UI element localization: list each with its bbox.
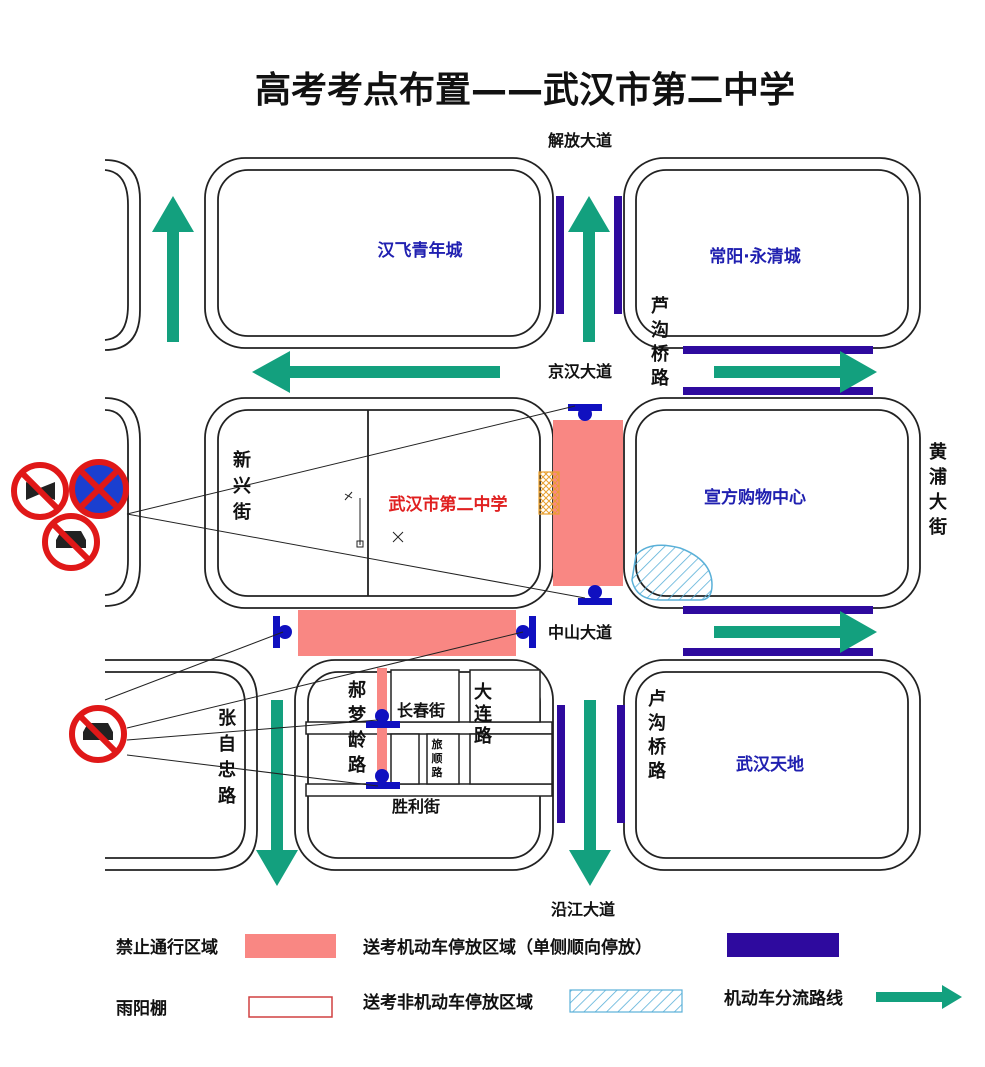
legend-canopy-swatch: [248, 996, 333, 1018]
block-hanfei-inner: [217, 169, 541, 337]
no-traffic-zhongshan: [298, 610, 516, 656]
left-block-mid-outer: [104, 397, 141, 607]
sub-block-dalian-bottom: [469, 733, 553, 785]
arrow-left-jinghan: [252, 351, 500, 393]
parking-bar-lugou-bottom-2: [683, 648, 873, 656]
no-traffic-jinghan: [553, 420, 623, 586]
no-vehicle-icon: [42, 513, 100, 571]
road-lugouqiao-bottom: 卢沟桥路: [648, 688, 667, 782]
label-hanfei: 汉飞青年城: [378, 240, 463, 261]
sub-block-dalian-top: [469, 669, 541, 723]
road-jinghan: 京汉大道: [548, 362, 612, 381]
legend-no-traffic-label: 禁止通行区域: [116, 937, 218, 958]
shengli-street-band: [305, 783, 553, 797]
legend-diversion-arrow-icon: [876, 985, 962, 1009]
block-changyang-inner: [635, 169, 909, 337]
barrier-haomengling-bottom: [366, 769, 400, 789]
parking-bar-jiefang-left: [556, 196, 564, 314]
legend-no-traffic-swatch: [245, 934, 336, 958]
canopy-marker: [538, 471, 560, 515]
no-horn-icon: [11, 462, 69, 520]
no-vehicle-icon: [69, 705, 127, 763]
parking-bar-yanjiang-right: [617, 705, 625, 823]
road-xinxing: 新兴街: [232, 449, 251, 523]
arrow-right-top: [714, 351, 877, 393]
sign-pointer-lines: [104, 405, 586, 787]
left-block-top-inner: [104, 169, 129, 341]
road-changchun: 长春街: [397, 701, 445, 720]
label-tiandi: 武汉天地: [736, 754, 804, 775]
barrier-zhongshan-left: [273, 616, 292, 648]
arrow-down-yanjiang: [569, 700, 611, 886]
label-xuanfang: 宣方购物中心: [704, 487, 806, 508]
sub-block-lushun: [426, 733, 460, 785]
nonmotor-parking-area: [631, 544, 713, 601]
left-block-mid-inner: [104, 409, 129, 596]
parking-bar-yanjiang-left: [557, 705, 565, 823]
parking-bar-jiefang-right: [614, 196, 622, 314]
barrier-zhongshan-right: [516, 616, 536, 648]
left-block-bottom-outer: [105, 659, 258, 871]
left-block-top-outer: [104, 159, 141, 351]
parking-bar-lugou-top-2: [683, 387, 873, 395]
block-hanfei-outer: [204, 157, 554, 349]
legend-canopy-label: 雨阳棚: [116, 998, 167, 1019]
parking-bar-lugou-bottom-1: [683, 606, 873, 614]
sub-blocks: [305, 669, 553, 797]
no-parking-icon: [69, 459, 129, 519]
parking-bar-lugou-top-1: [683, 346, 873, 354]
left-block-bottom-inner: [105, 671, 246, 859]
arrow-up-left: [152, 196, 194, 342]
diversion-arrows: [152, 196, 877, 886]
barrier-top-jinghan: [568, 404, 602, 421]
changchun-street-band: [305, 721, 553, 735]
arrow-right-bottom: [714, 611, 877, 653]
road-yanjiang: 沿江大道: [551, 900, 615, 919]
road-zhangzizhong: 张自忠路: [218, 708, 237, 807]
road-huangpu: 黄浦大街: [928, 441, 947, 538]
legend-nonmotor-parking-label: 送考非机动车停放区域: [363, 992, 533, 1013]
city-blocks: [104, 157, 921, 871]
road-lushun: 旅顺路: [432, 737, 444, 779]
road-lugouqiao-top: 芦沟桥路: [651, 295, 670, 389]
barrier-bottom-jinghan: [578, 585, 612, 605]
label-changyang: 常阳·永清城: [709, 246, 800, 267]
legend-diversion-label: 机动车分流路线: [724, 988, 843, 1009]
block-bottom-mid-outer: [294, 659, 554, 871]
road-dalian: 大连路: [474, 681, 493, 747]
legend-nonmotor-parking-swatch: [569, 989, 683, 1013]
legend: 禁止通行区域 送考机动车停放区域（单侧顺向停放） 雨阳棚 送考非机动车停放区域 …: [116, 933, 962, 1019]
sub-block-left-small: [390, 733, 420, 785]
road-haomengling: 郝梦龄路: [348, 680, 367, 776]
block-tiandi-inner: [635, 671, 909, 859]
arrow-down-zhangzizhong: [256, 700, 298, 886]
road-shengli: 胜利街: [392, 797, 440, 816]
sub-block-changchun: [390, 669, 460, 723]
motor-parking-bars: [556, 196, 873, 823]
map-title: 高考考点布置——武汉市第二中学: [255, 69, 795, 111]
barrier-haomengling-top: [366, 709, 400, 728]
barriers: [273, 404, 612, 789]
label-school: 武汉市第二中学: [389, 494, 508, 515]
legend-motor-parking-label: 送考机动车停放区域（单侧顺向停放）: [363, 937, 652, 958]
road-jiefang: 解放大道: [548, 131, 612, 150]
legend-motor-parking-swatch: [727, 933, 839, 957]
road-zhongshan: 中山大道: [548, 623, 612, 642]
block-xuanfang-inner: [635, 409, 909, 597]
compass-icon: [344, 491, 404, 548]
arrow-up-jiefang: [568, 196, 610, 342]
